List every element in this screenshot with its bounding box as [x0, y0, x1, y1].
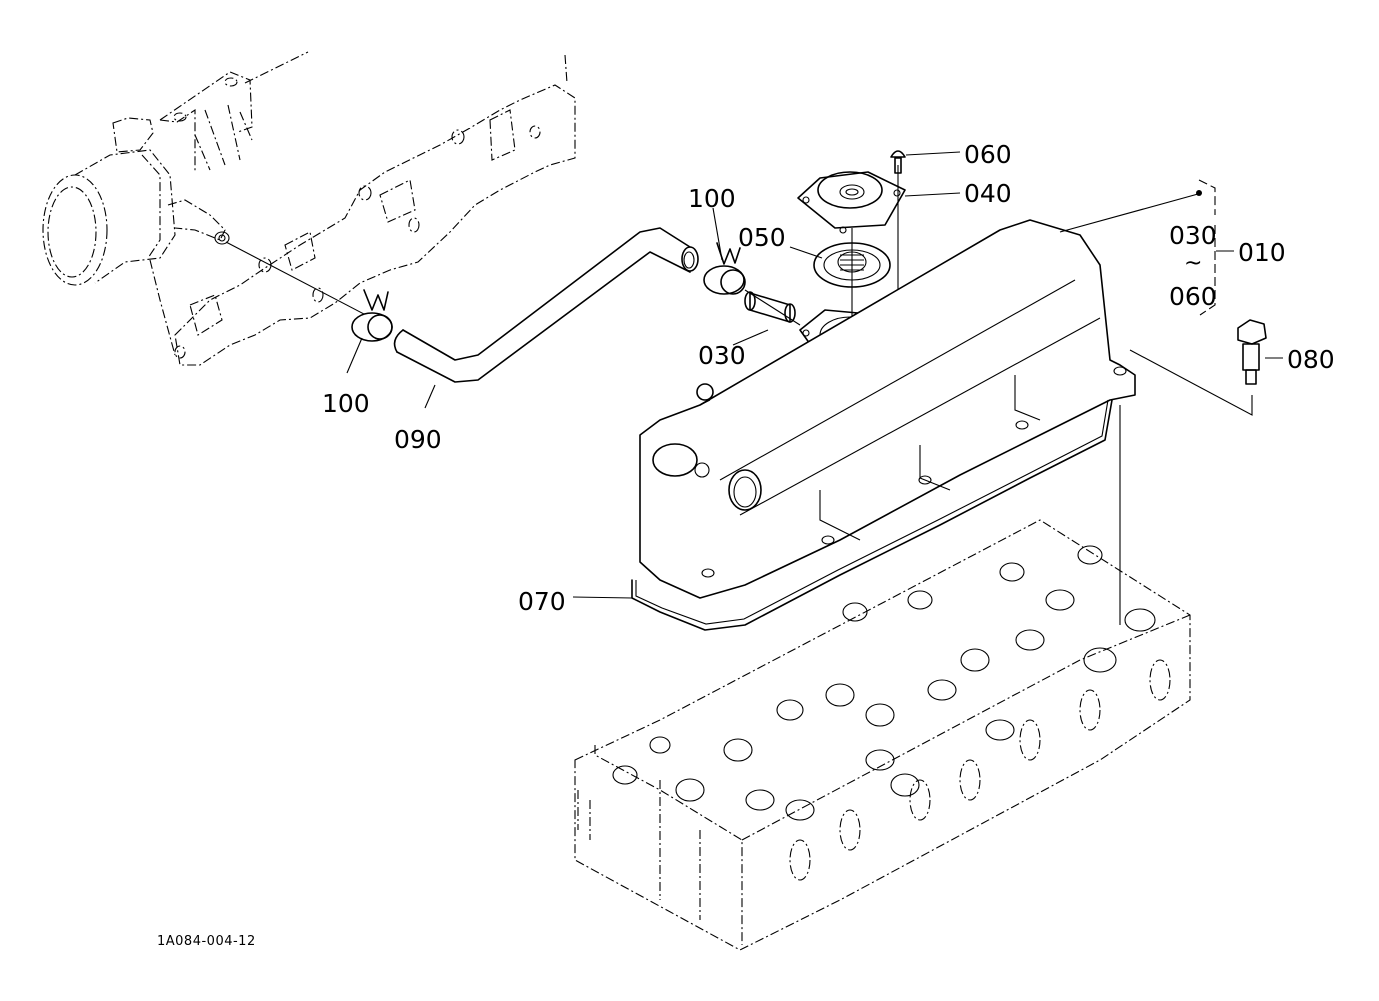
callout-010-assembly: 010 [1238, 238, 1286, 267]
screw [890, 150, 906, 174]
callout-060-screw: 060 [964, 140, 1012, 169]
hose-clamp-upper [703, 242, 746, 295]
head-cover-gasket [631, 399, 1113, 631]
hose-clamp-lower [351, 289, 393, 342]
callout-100-clamp-upper: 100 [688, 184, 736, 213]
callout-100-clamp-lower: 100 [322, 389, 370, 418]
callout-040-breather-cover: 040 [964, 179, 1012, 208]
range-separator: ~ [1184, 251, 1203, 276]
leader-line [225, 241, 386, 326]
callout-060-range-end: 060 [1169, 282, 1217, 311]
callout-070-gasket: 070 [518, 587, 566, 616]
pipe [744, 289, 801, 326]
callout-030-pipe: 030 [698, 341, 746, 370]
manifold-reference-part [42, 51, 576, 366]
figure-reference-number: 1A084-004-12 [157, 934, 256, 949]
breather-hose [396, 227, 691, 383]
cover-bolt [1237, 319, 1267, 385]
breather-cover [797, 171, 906, 234]
callout-050-breather-valve: 050 [738, 223, 786, 252]
cylinder-head-reference [574, 519, 1191, 951]
head-cover [639, 219, 1136, 599]
callout-090-breather-hose: 090 [394, 425, 442, 454]
callout-leaders [346, 151, 1283, 599]
callout-080-cover-bolt: 080 [1287, 345, 1335, 374]
callout-030-range-start: 030 [1169, 221, 1217, 250]
